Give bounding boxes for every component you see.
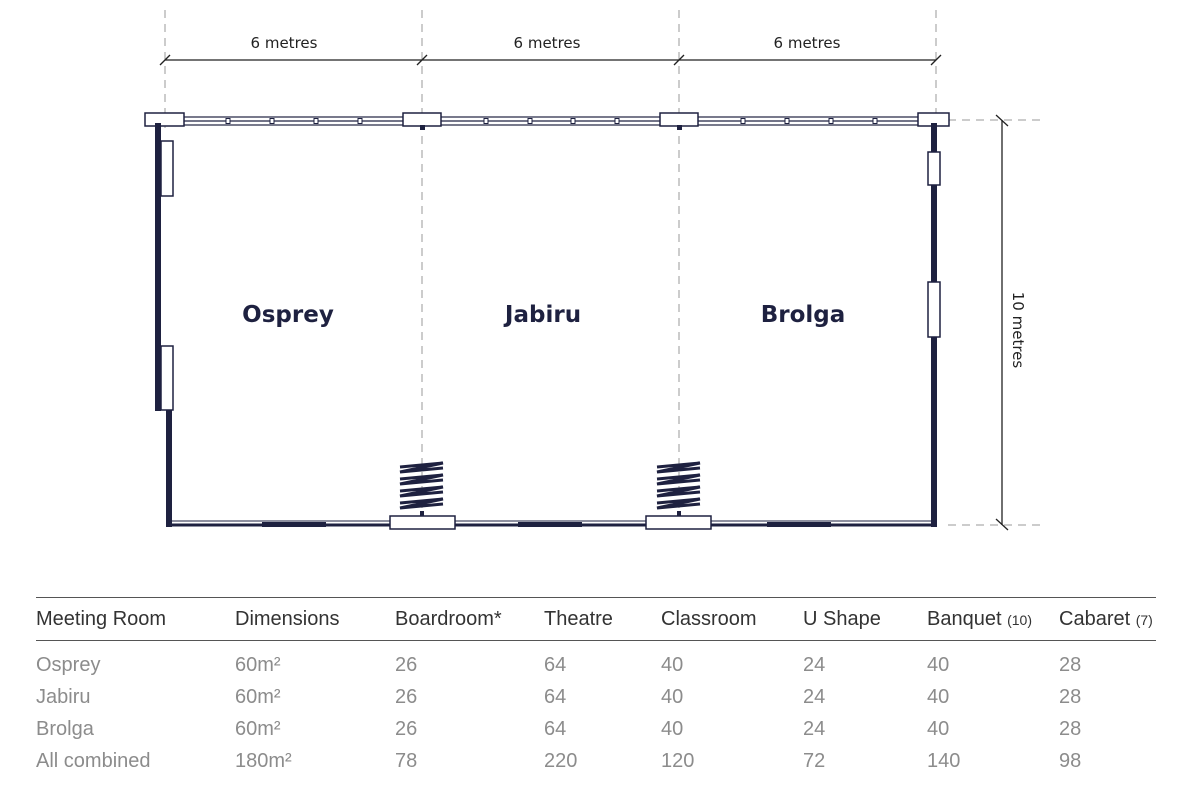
column-header-suffix: (7) — [1135, 611, 1153, 628]
column-header: Meeting Room — [36, 598, 235, 641]
table-cell: 40 — [661, 653, 684, 676]
column-header: Dimensions — [235, 598, 395, 641]
table-cell: 64 — [544, 717, 567, 740]
table-cell: 60m² — [235, 685, 281, 708]
table-cell: 28 — [1059, 653, 1082, 676]
dimension-label-3: 6 metres — [774, 34, 841, 52]
partition-anchor-2 — [677, 511, 681, 516]
table-cell: 220 — [544, 749, 578, 772]
column-header: Banquet (10) — [927, 598, 1059, 641]
table-row: Brolga 60m² 26 64 40 24 40 28 — [36, 713, 1156, 745]
column-header-suffix: (10) — [1007, 611, 1032, 628]
column-header-label: Theatre — [544, 607, 613, 630]
table-cell: 60m² — [235, 653, 281, 676]
table-cell: Brolga — [36, 717, 94, 740]
table-cell: 40 — [927, 685, 950, 708]
column-header-label: Cabaret — [1059, 607, 1131, 630]
column-header-label: U Shape — [803, 607, 881, 630]
table-cell: 40 — [927, 653, 950, 676]
table-cell: Jabiru — [36, 685, 91, 708]
column-header: Theatre — [544, 598, 661, 641]
folding-partition-2 — [656, 461, 701, 510]
right-wall-doors — [927, 151, 941, 338]
table-cell: 24 — [803, 653, 826, 676]
window-mullions — [225, 118, 878, 124]
column-header-label: Classroom — [661, 607, 757, 630]
capacity-table: Meeting Room Dimensions Boardroom* Theatre C… — [36, 597, 1156, 777]
table-cell: 140 — [927, 749, 961, 772]
column-header: Classroom — [661, 598, 803, 641]
divider-anchor-2 — [677, 125, 682, 130]
table-header-row: Meeting Room Dimensions Boardroom* Theatre C… — [36, 597, 1156, 641]
table-row: Osprey 60m² 26 64 40 24 40 28 — [36, 641, 1156, 682]
column-header: U Shape — [803, 598, 927, 641]
folding-partition-1 — [399, 461, 444, 510]
table-cell: 28 — [1059, 685, 1082, 708]
table-cell: 64 — [544, 653, 567, 676]
width-dimension — [159, 54, 942, 66]
dimension-label-1: 6 metres — [251, 34, 318, 52]
column-header: Boardroom* — [395, 598, 544, 641]
column-header-label: Meeting Room — [36, 607, 167, 630]
table-cell: 26 — [395, 717, 418, 740]
room-label-jabiru: Jabiru — [503, 302, 581, 328]
table-cell: 26 — [395, 653, 418, 676]
table-cell: 40 — [661, 717, 684, 740]
table-cell: All combined — [36, 749, 151, 772]
table-cell: 40 — [661, 685, 684, 708]
dimension-label-height: 10 metres — [1009, 292, 1027, 369]
column-header-label: Boardroom* — [395, 607, 502, 630]
table-cell: 24 — [803, 685, 826, 708]
table-cell: 78 — [395, 749, 418, 772]
table-cell: 24 — [803, 717, 826, 740]
floor-plan: 6 metres 6 metres 6 metres 10 metres — [144, 10, 1045, 531]
table-cell: 72 — [803, 749, 826, 772]
top-wall-posts — [144, 112, 950, 127]
height-dimension — [995, 114, 1009, 531]
table-row: All combined 180m² 78 220 120 72 140 98 — [36, 745, 1156, 777]
table-cell: 60m² — [235, 717, 281, 740]
column-header-label: Banquet — [927, 607, 1002, 630]
column-header: Cabaret (7) — [1059, 598, 1156, 641]
bottom-door-thresholds — [262, 522, 831, 527]
top-window-wall — [181, 116, 920, 126]
table-cell: Osprey — [36, 653, 101, 676]
table-cell: 28 — [1059, 717, 1082, 740]
divider-anchor-1 — [420, 125, 425, 130]
guide-lines — [164, 10, 1045, 526]
table-row: Jabiru 60m² 26 64 40 24 40 28 — [36, 681, 1156, 713]
table-cell: 40 — [927, 717, 950, 740]
left-wall-doors — [160, 140, 174, 411]
partition-anchor-1 — [420, 511, 424, 516]
dimension-label-2: 6 metres — [514, 34, 581, 52]
table-cell: 180m² — [235, 749, 292, 772]
table-cell: 26 — [395, 685, 418, 708]
room-label-brolga: Brolga — [761, 302, 846, 328]
column-header-label: Dimensions — [235, 607, 340, 630]
table-cell: 98 — [1059, 749, 1082, 772]
table-cell: 64 — [544, 685, 567, 708]
table-cell: 120 — [661, 749, 695, 772]
room-label-osprey: Osprey — [242, 302, 334, 328]
